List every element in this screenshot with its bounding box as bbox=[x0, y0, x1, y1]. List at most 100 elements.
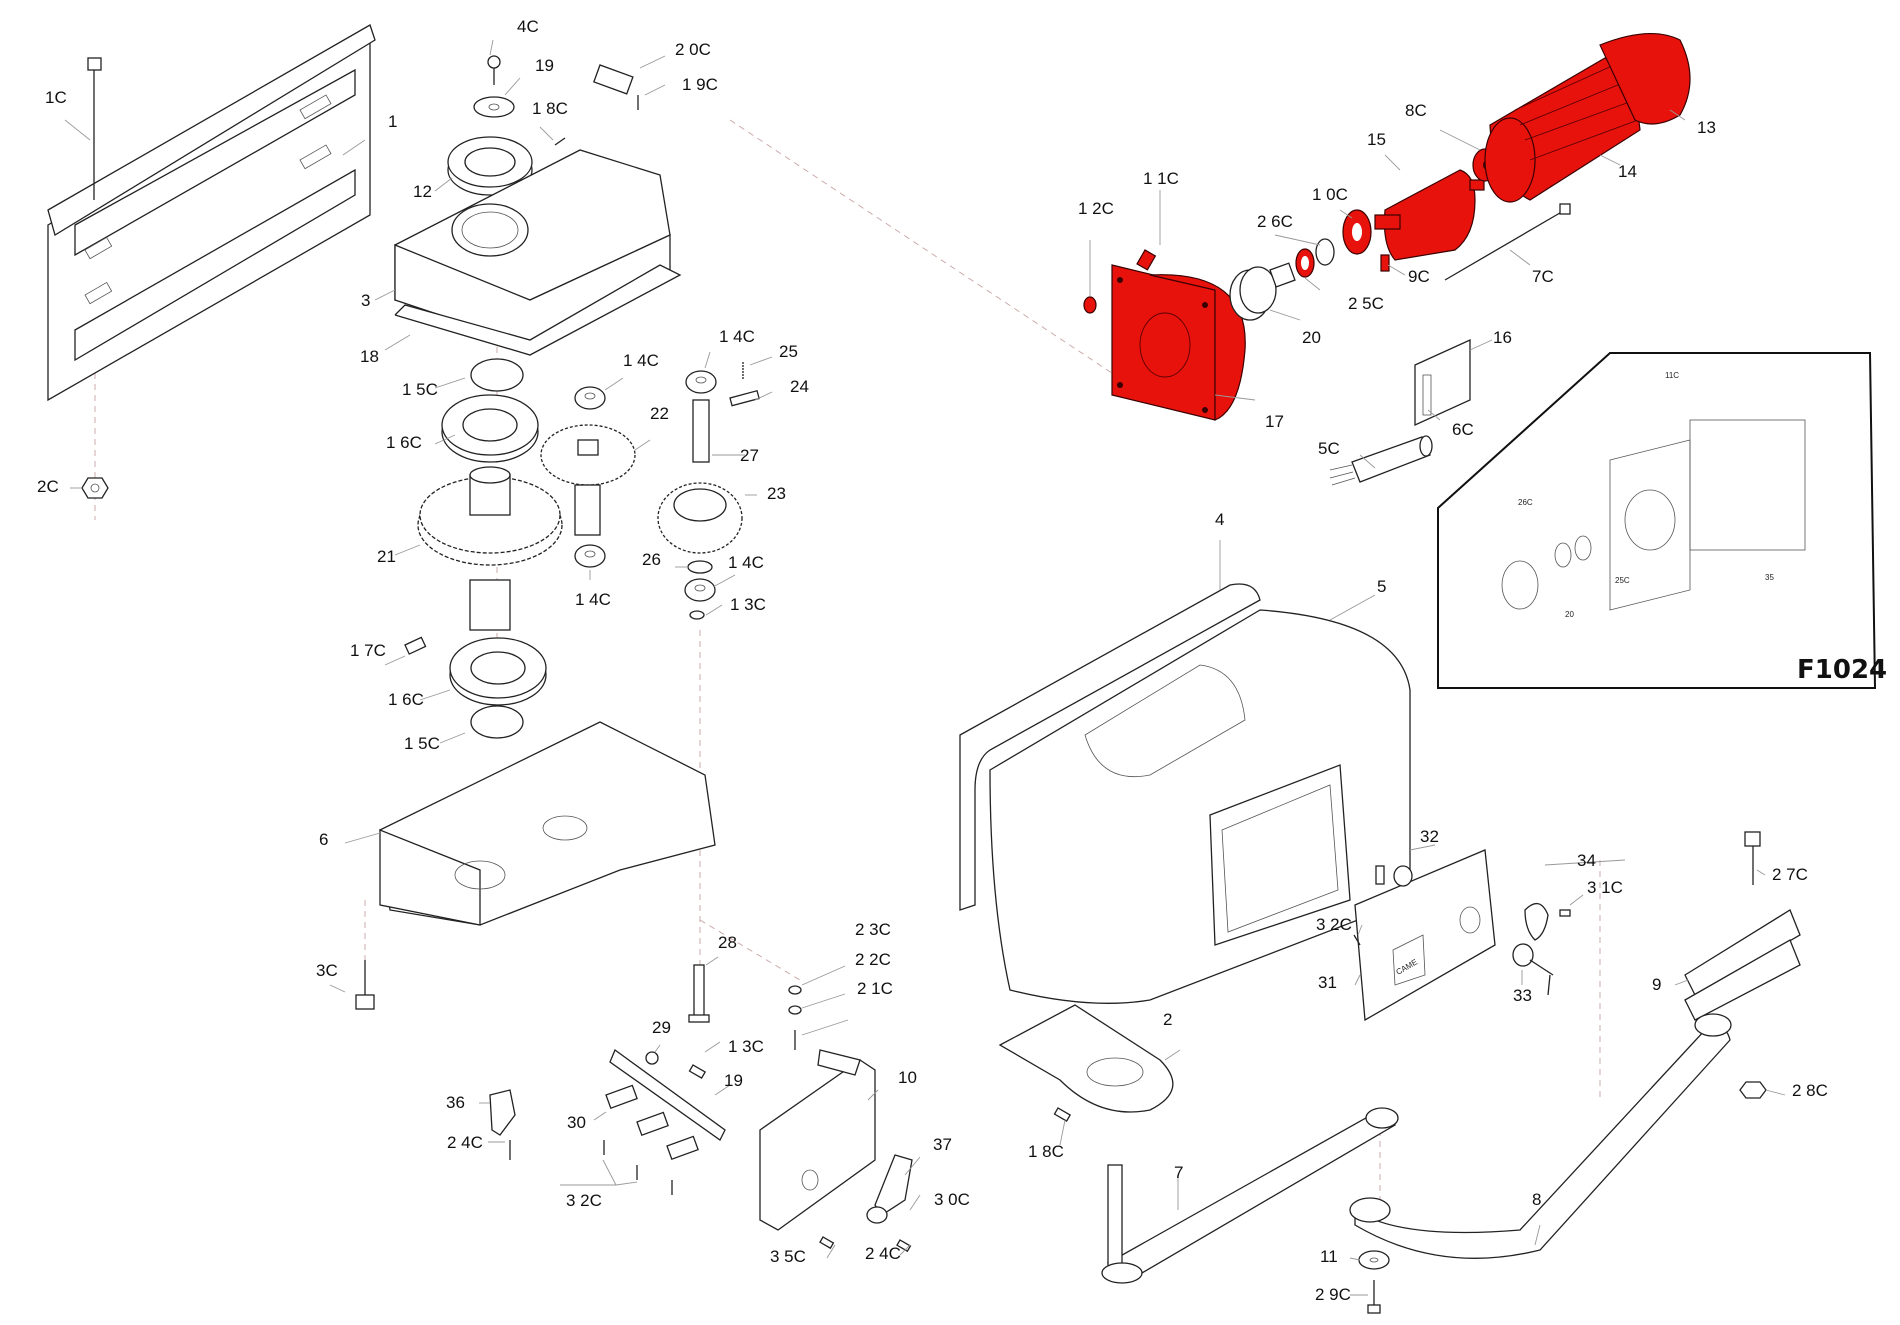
label-32: 32 bbox=[1420, 827, 1439, 846]
label-30: 30 bbox=[567, 1113, 586, 1132]
part-22-gear bbox=[540, 424, 636, 536]
part-16C-bearing-top bbox=[441, 394, 539, 463]
figure-code: F1024 bbox=[1797, 655, 1887, 685]
part-32-clip bbox=[1375, 865, 1413, 887]
part-1-mounting-plate bbox=[47, 24, 376, 402]
label-20C: 2 0C bbox=[675, 40, 711, 59]
part-31C-screw bbox=[1559, 909, 1571, 917]
label-34: 34 bbox=[1577, 851, 1596, 870]
inset-label-25C: 25C bbox=[1615, 576, 1630, 585]
part-33-key-lock bbox=[1512, 943, 1554, 996]
label-17: 17 bbox=[1265, 412, 1284, 431]
label-11: 11 bbox=[1320, 1247, 1338, 1266]
part-26-washer bbox=[687, 560, 713, 574]
part-labels: 1C 1 4C 19 1 8C 2 0C 1 9C 12 3 18 1 5C 1… bbox=[37, 17, 1828, 1304]
part-36-bracket bbox=[489, 1089, 516, 1136]
label-9: 9 bbox=[1652, 975, 1661, 994]
part-15C-circlip-bottom bbox=[470, 705, 524, 739]
label-15C: 1 5C bbox=[404, 734, 440, 753]
label-13: 13 bbox=[1697, 118, 1716, 137]
part-10-bracket-plate bbox=[759, 1049, 876, 1231]
leader-lines bbox=[64, 39, 1786, 1296]
inset-label-26C: 26C bbox=[1518, 498, 1533, 507]
part-14C-bearing-a bbox=[574, 386, 606, 410]
label-32C: 3 2C bbox=[1316, 915, 1352, 934]
part-18C-pin bbox=[554, 137, 566, 146]
part-19-washer bbox=[473, 96, 515, 118]
label-12: 12 bbox=[413, 182, 432, 201]
label-37: 37 bbox=[933, 1135, 952, 1154]
label-24: 24 bbox=[790, 377, 809, 396]
label-31: 31 bbox=[1318, 973, 1337, 992]
label-14C: 1 4C bbox=[719, 327, 755, 346]
label-2: 2 bbox=[1163, 1010, 1172, 1029]
part-14C-bearing-c bbox=[685, 370, 717, 394]
label-11C: 1 1C bbox=[1143, 169, 1179, 188]
part-31-lock-plate: CAME bbox=[1354, 849, 1496, 1022]
part-9-bracket bbox=[1684, 909, 1801, 1021]
part-23-worm-gear bbox=[657, 482, 743, 554]
label-5C: 5C bbox=[1318, 439, 1340, 458]
part-16-terminal-board bbox=[1414, 338, 1471, 427]
label-8C: 8C bbox=[1405, 101, 1427, 120]
label-22: 22 bbox=[650, 404, 669, 423]
inset-label-11C: 11C bbox=[1665, 371, 1679, 380]
label-29C: 2 9C bbox=[1315, 1285, 1351, 1304]
label-21: 21 bbox=[377, 547, 396, 566]
part-15C-circlip-top bbox=[470, 358, 524, 392]
part-19-release-shaft bbox=[609, 1048, 726, 1141]
part-14C-bearing-d bbox=[684, 578, 716, 602]
label-31C: 3 1C bbox=[1587, 878, 1623, 897]
part-26C-washer bbox=[1315, 238, 1335, 266]
inset-label-35: 35 bbox=[1765, 573, 1774, 582]
part-9C-pin-red bbox=[1380, 254, 1390, 272]
part-13C-ring bbox=[689, 610, 705, 620]
label-35C: 3 5C bbox=[770, 1247, 806, 1266]
part-7-arm bbox=[1101, 1107, 1399, 1284]
label-10: 10 bbox=[898, 1068, 917, 1087]
label-18C: 1 8C bbox=[1028, 1142, 1064, 1161]
part-12C-cap-red bbox=[1083, 296, 1097, 314]
label-24C: 2 4C bbox=[865, 1244, 901, 1263]
part-18-gasket bbox=[394, 264, 682, 356]
label-28: 28 bbox=[718, 933, 737, 952]
part-2-base-pad bbox=[998, 1004, 1174, 1113]
label-6: 6 bbox=[319, 830, 328, 849]
part-11C-screw-red bbox=[1136, 249, 1157, 271]
label-12C: 1 2C bbox=[1078, 199, 1114, 218]
part-8-curved-arm bbox=[1349, 1013, 1732, 1259]
label-19: 19 bbox=[724, 1071, 743, 1090]
part-12-ring bbox=[447, 136, 533, 196]
label-4: 4 bbox=[1215, 510, 1224, 529]
part-4-cover-gasket bbox=[959, 583, 1261, 911]
label-28C: 2 8C bbox=[1792, 1081, 1828, 1100]
label-23: 23 bbox=[767, 484, 786, 503]
label-25C: 2 5C bbox=[1348, 294, 1384, 313]
label-7C: 7C bbox=[1532, 267, 1554, 286]
part-14C-bearing-b bbox=[574, 544, 606, 568]
part-27-shaft bbox=[692, 399, 710, 463]
label-20: 20 bbox=[1302, 328, 1321, 347]
label-4C: 4C bbox=[517, 17, 539, 36]
part-7C-tie-rod bbox=[1444, 203, 1571, 281]
label-29: 29 bbox=[652, 1018, 671, 1037]
part-11-washer bbox=[1358, 1250, 1390, 1270]
part-21-main-gear bbox=[417, 466, 563, 631]
label-1: 1 bbox=[388, 112, 397, 131]
label-21C: 2 1C bbox=[857, 979, 893, 998]
part-32C-screw-b bbox=[1353, 934, 1361, 946]
label-1C: 1C bbox=[45, 88, 67, 107]
label-10C: 1 0C bbox=[1312, 185, 1348, 204]
part-3C-screw bbox=[355, 960, 375, 1010]
part-18C-screw-b bbox=[1053, 1107, 1072, 1122]
label-26: 26 bbox=[642, 550, 661, 569]
part-5C-capacitor bbox=[1329, 435, 1433, 486]
part-34-cap bbox=[1524, 903, 1549, 941]
label-15: 15 bbox=[1367, 130, 1386, 149]
label-22C: 2 2C bbox=[855, 950, 891, 969]
label-27: 27 bbox=[740, 446, 759, 465]
part-29C-bolt bbox=[1367, 1280, 1381, 1314]
label-32C: 3 2C bbox=[566, 1191, 602, 1210]
part-3-upper-housing bbox=[394, 149, 671, 346]
label-2C: 2C bbox=[37, 477, 59, 496]
